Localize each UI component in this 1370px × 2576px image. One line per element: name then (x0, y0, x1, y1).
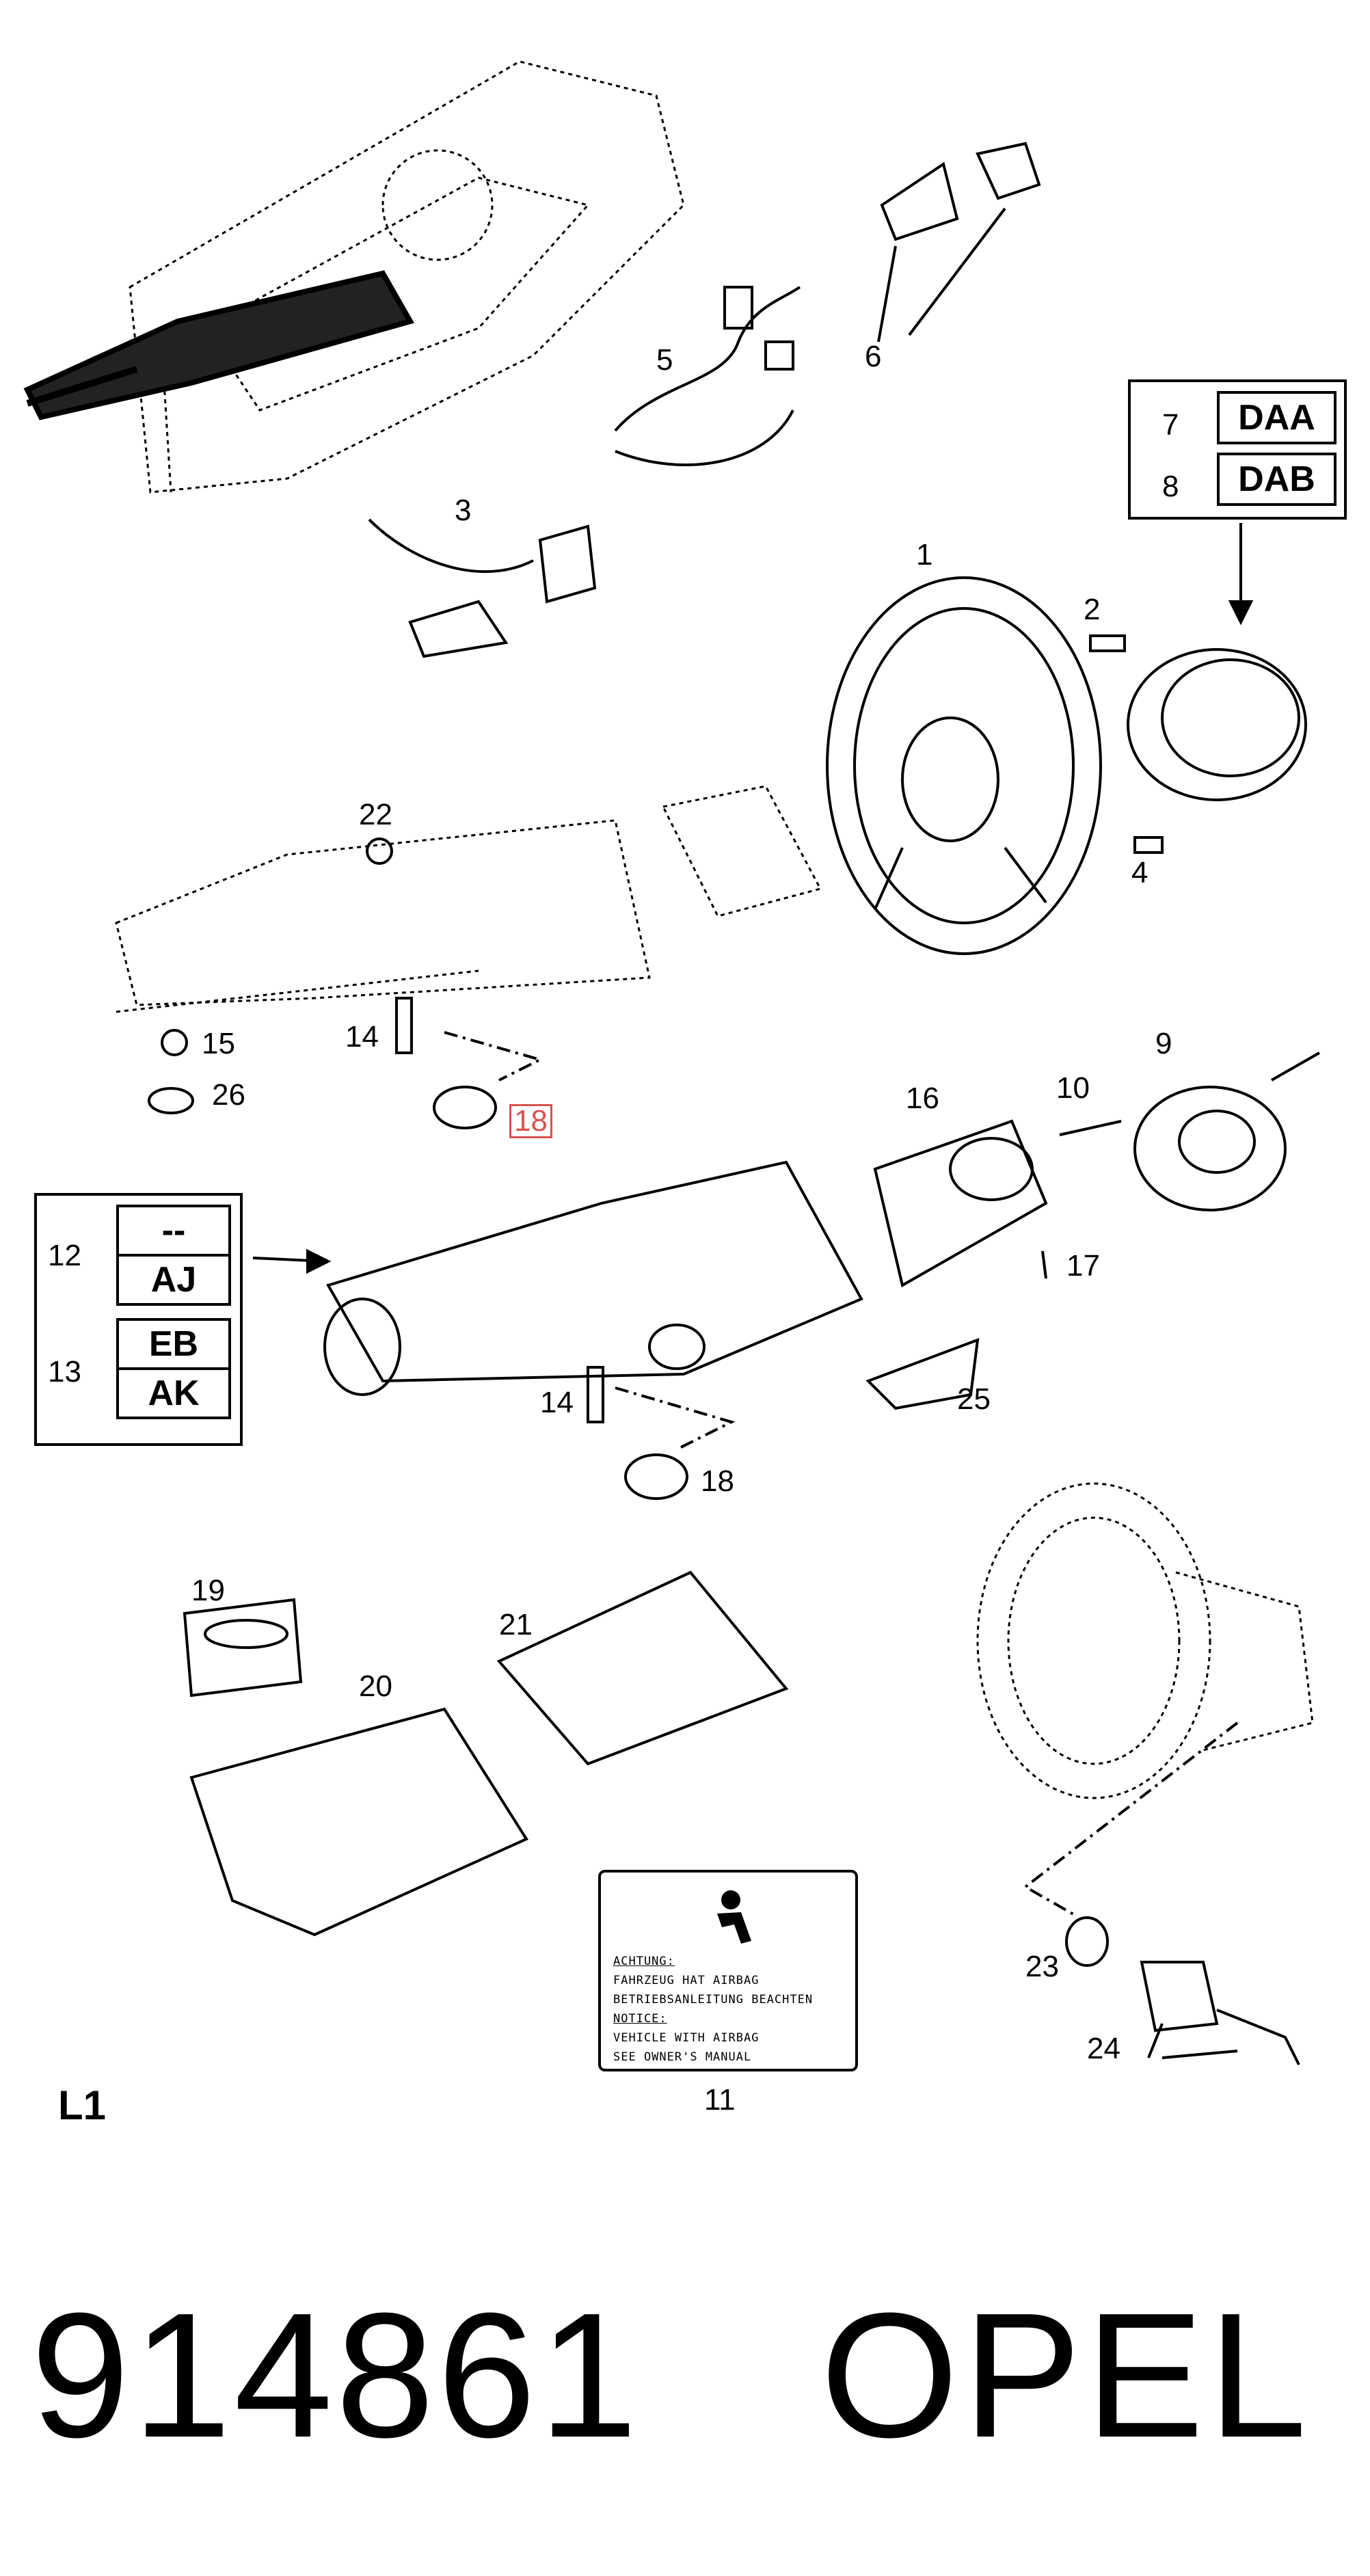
part-2-bolt (1089, 634, 1126, 652)
part-18-upper (433, 1086, 497, 1129)
column-code-frame (34, 1193, 243, 1446)
part-21-bracket (496, 1570, 789, 1766)
part-number: 914861 (31, 2277, 641, 2475)
part-20-bracket (189, 1707, 528, 1937)
callout-14-lower: 14 (540, 1386, 574, 1419)
sign-line-6: SEE OWNER'S MANUAL (613, 2050, 752, 2064)
part-6-covers (877, 142, 1041, 343)
callout-15: 15 (202, 1027, 235, 1060)
callout-18-highlighted[interactable]: 18 (509, 1104, 552, 1138)
callout-26: 26 (212, 1078, 245, 1112)
part-14-bolt-lower (587, 1366, 604, 1423)
sign-line-3: BETRIEBSANLEITUNG BEACHTEN (613, 1993, 814, 2007)
steering-column-dark (23, 270, 415, 420)
part-4-screw (1133, 836, 1164, 854)
part-17-screw (1041, 1250, 1047, 1279)
sign-line-5: VEHICLE WITH AIRBAG (613, 2031, 760, 2045)
guide-line-lock (1023, 1721, 1239, 1916)
brand-name: OPEL (820, 2277, 1311, 2475)
sign-line-1: ACHTUNG: (613, 1955, 675, 1968)
part-25-bracket (865, 1337, 980, 1410)
callout-13: 13 (48, 1355, 81, 1388)
callout-21: 21 (499, 1608, 533, 1641)
callout-11: 11 (704, 2083, 736, 2117)
part-5-cable (614, 286, 801, 466)
callout-18-lower: 18 (701, 1464, 734, 1498)
part-18-lower (624, 1453, 688, 1500)
callout-24: 24 (1087, 2032, 1120, 2065)
callout-5: 5 (656, 343, 673, 377)
callout-17: 17 (1066, 1249, 1100, 1283)
code-ak: AK (116, 1367, 231, 1419)
guide-line-lower (615, 1386, 736, 1451)
callout-19: 19 (191, 1574, 225, 1607)
callout-23: 23 (1025, 1950, 1059, 1983)
sign-line-2: FAHRZEUG HAT AIRBAG (613, 1974, 760, 1987)
part-22-nut (366, 837, 393, 865)
callout-12: 12 (48, 1239, 81, 1272)
airbag-code-frame (1128, 379, 1347, 520)
callout-8: 8 (1162, 470, 1179, 503)
callout-4: 4 (1131, 856, 1149, 889)
callout-14-upper: 14 (345, 1020, 379, 1054)
callout-25: 25 (957, 1382, 991, 1416)
part-26-washer (148, 1087, 194, 1114)
electric-steering-column (323, 1160, 863, 1396)
part-16-cover (873, 1119, 1048, 1288)
code-eb: EB (116, 1318, 231, 1370)
part-15-nut (161, 1029, 188, 1056)
part-1-steering-wheel (826, 576, 1102, 955)
dashboard-drawing (129, 60, 685, 494)
airbag-module (1127, 648, 1307, 801)
callout-6: 6 (865, 340, 882, 373)
callout-22: 22 (359, 798, 392, 831)
code-dab: DAB (1217, 453, 1337, 506)
part-3-switches (368, 518, 597, 658)
airbag-person-icon (717, 1890, 751, 1944)
part-19-boot (183, 1598, 303, 1698)
callout-3: 3 (455, 494, 472, 527)
callout-7: 7 (1162, 408, 1179, 442)
guide-line-upper (444, 1031, 544, 1082)
part-24-lock-cylinder (1140, 1961, 1300, 2065)
code-dash: -- (116, 1205, 231, 1257)
part-23-ring (1065, 1916, 1109, 1967)
part-10-screw (1059, 1120, 1122, 1136)
callout-9: 9 (1155, 1027, 1172, 1060)
steering-wheel-dotted (976, 1482, 1314, 1799)
column-assembly-dotted (115, 785, 822, 1013)
code-aj: AJ (116, 1254, 231, 1306)
code-daa: DAA (1217, 391, 1337, 444)
sign-line-4: NOTICE: (613, 2012, 667, 2026)
part-14-bolt-upper (395, 997, 413, 1054)
callout-20: 20 (359, 1669, 392, 1703)
callout-1: 1 (916, 538, 933, 572)
callout-2: 2 (1084, 593, 1101, 626)
part-9-clock-spring (1133, 1051, 1320, 1211)
callout-16: 16 (906, 1082, 939, 1115)
callout-10: 10 (1056, 1071, 1090, 1105)
airbag-warning-sign: ACHTUNG: FAHRZEUG HAT AIRBAG BETRIEBSANL… (598, 1870, 858, 2071)
sheet-label: L1 (58, 2082, 107, 2128)
